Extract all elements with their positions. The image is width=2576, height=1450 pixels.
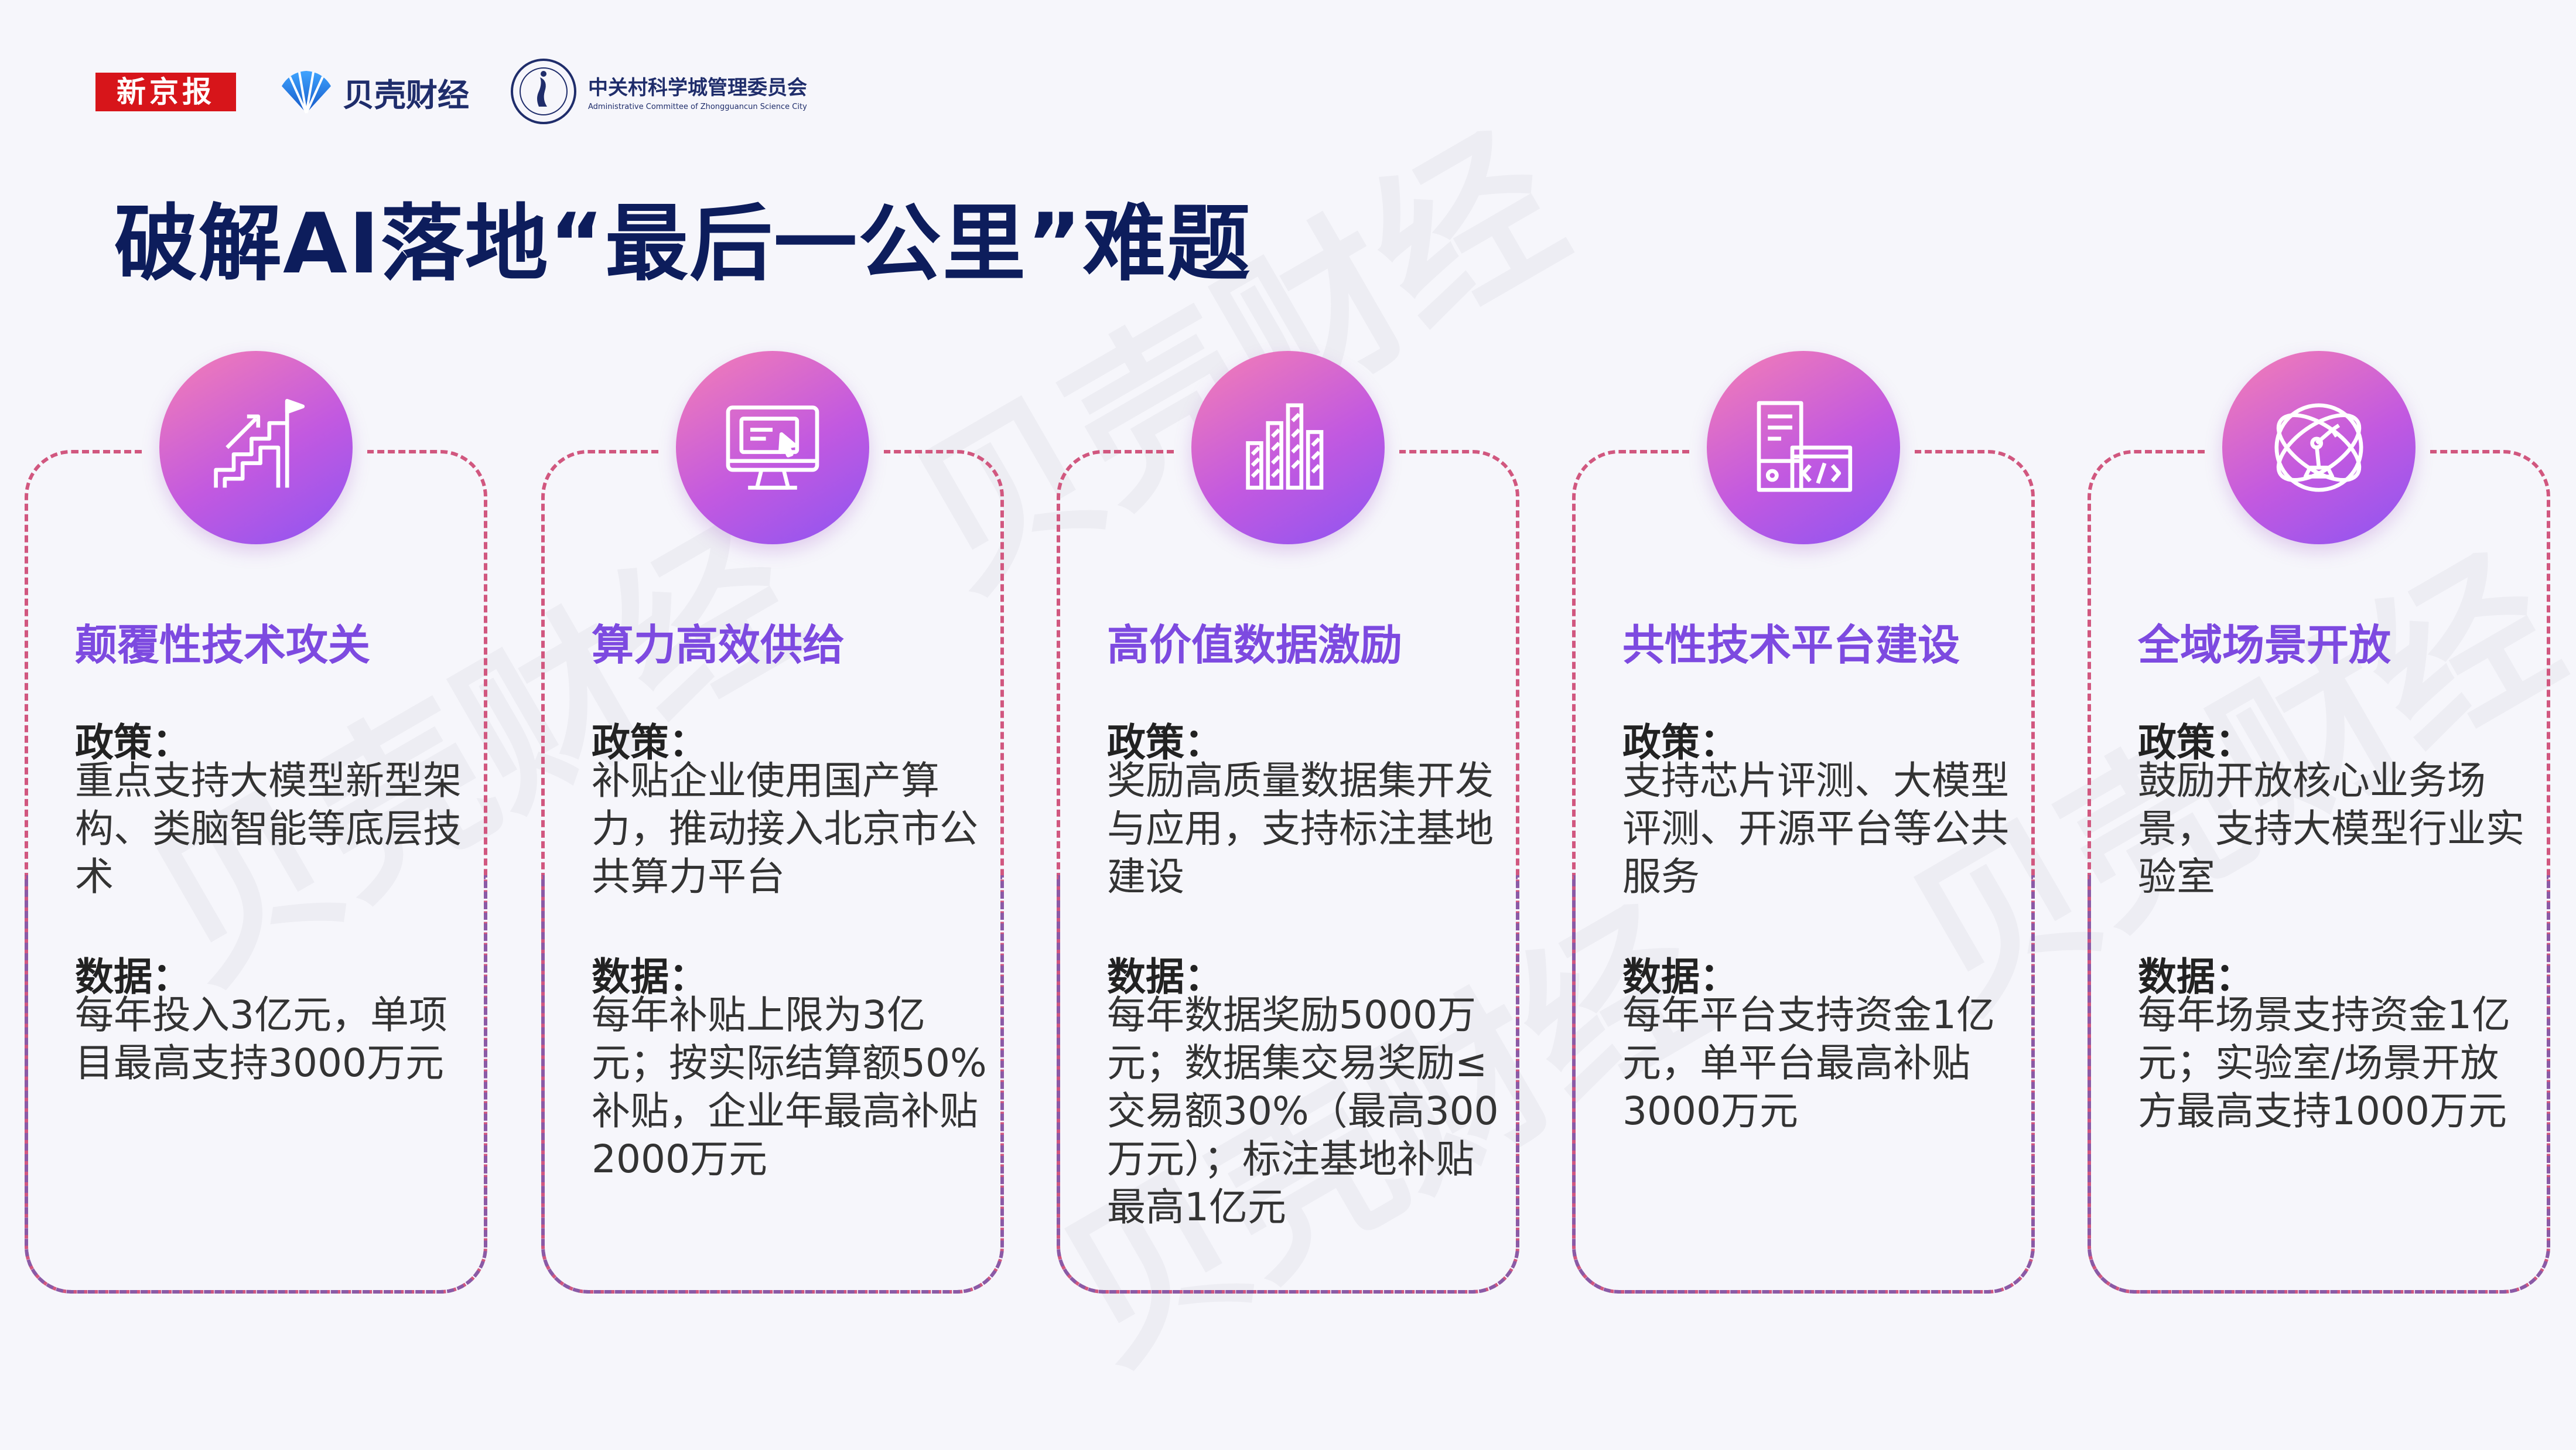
data-label: 数据：	[75, 954, 191, 999]
card-title: 算力高效供给	[592, 620, 845, 670]
icon-badge	[1707, 351, 1900, 544]
data-label: 数据：	[1622, 954, 1738, 999]
beike-logo: 贝壳财经	[278, 66, 469, 118]
data-label: 数据：	[2138, 954, 2254, 999]
beike-logo-text: 贝壳财经	[343, 76, 469, 114]
policy-text: 补贴企业使用国产算力，推动接入北京市公共算力平台	[592, 758, 978, 899]
policy-label: 政策：	[592, 720, 708, 765]
page-title: 破解AI落地“最后一公里”难题	[114, 196, 1252, 292]
data-text: 每年补贴上限为3亿元；按实际结算额50%补贴，企业年最高补贴2000万元	[592, 992, 987, 1182]
zgc-logo-cn: 中关村科学城管理委员会	[588, 76, 807, 100]
policy-text: 重点支持大模型新型架构、类脑智能等底层技术	[75, 758, 462, 899]
shell-icon	[282, 71, 331, 114]
card-title: 全域场景开放	[2138, 620, 2391, 670]
code-platform-icon	[1757, 401, 1853, 492]
monitor-icon	[726, 405, 819, 490]
icon-badge	[676, 351, 869, 544]
policy-label: 政策：	[1107, 720, 1223, 765]
stairs-flag-icon	[214, 398, 305, 488]
policy-card: 算力高效供给 政策： 补贴企业使用国产算力，推动接入北京市公共算力平台 数据： …	[541, 351, 1004, 1294]
xinjingbao-logo: 新京报	[95, 73, 236, 111]
card-title: 共性技术平台建设	[1622, 620, 1960, 670]
policy-text: 鼓励开放核心业务场景，支持大模型行业实验室	[2138, 758, 2524, 899]
icon-badge	[159, 351, 353, 544]
card-title: 高价值数据激励	[1107, 620, 1403, 670]
policy-card: 高价值数据激励 政策： 奖励高质量数据集开发与应用，支持标注基地建设 数据： 每…	[1057, 351, 1519, 1294]
policy-card: 共性技术平台建设 政策： 支持芯片评测、大模型评测、开源平台等公共服务 数据： …	[1572, 351, 2035, 1294]
policy-label: 政策：	[2138, 720, 2254, 765]
data-label: 数据：	[1107, 954, 1223, 999]
policy-label: 政策：	[75, 720, 191, 765]
data-text: 每年场景支持资金1亿元；实验室/场景开放方最高支持1000万元	[2138, 992, 2510, 1134]
data-label: 数据：	[592, 954, 708, 999]
robot-arm-orbit-icon	[2274, 403, 2363, 492]
zgc-emblem-icon	[511, 59, 576, 124]
bar-chart-icon	[1246, 403, 1324, 490]
zgc-logo-en: Administrative Committee of Zhongguancun…	[588, 103, 807, 111]
policy-card: 全域场景开放 政策： 鼓励开放核心业务场景，支持大模型行业实验室 数据： 每年场…	[2088, 351, 2550, 1294]
data-text: 每年投入3亿元，单项目最高支持3000万元	[75, 992, 447, 1086]
icon-badge	[2222, 351, 2416, 544]
policy-text: 奖励高质量数据集开发与应用，支持标注基地建设	[1107, 758, 1494, 899]
policy-text: 支持芯片评测、大模型评测、开源平台等公共服务	[1622, 758, 2009, 899]
icon-badge	[1191, 351, 1385, 544]
policy-label: 政策：	[1622, 720, 1738, 765]
card-title: 颠覆性技术攻关	[75, 620, 371, 670]
data-text: 每年平台支持资金1亿元，单平台最高补贴3000万元	[1622, 992, 1995, 1134]
data-text: 每年数据奖励5000万元；数据集交易奖励≤交易额30%（最高300万元）；标注基…	[1107, 992, 1499, 1230]
policy-card: 颠覆性技术攻关 政策： 重点支持大模型新型架构、类脑智能等底层技术 数据： 每年…	[25, 351, 487, 1294]
zgc-logo: 中关村科学城管理委员会 Administrative Committee of …	[510, 56, 807, 127]
